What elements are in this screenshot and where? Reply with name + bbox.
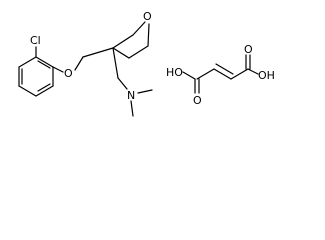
right-carbonyl-oxygen-label: O xyxy=(244,43,253,56)
ring-double-bond xyxy=(37,60,51,69)
ring-bond xyxy=(147,23,150,47)
c-oh-bond xyxy=(247,68,259,75)
n-methyl-bond xyxy=(130,100,134,117)
ring-bond xyxy=(128,45,149,59)
ring-bond xyxy=(112,47,130,59)
ring-bond xyxy=(35,85,54,97)
left-carbonyl-oxygen-label: O xyxy=(193,94,202,107)
ch2-n-bond xyxy=(117,77,128,90)
o-ch2-bond xyxy=(74,56,84,71)
main-molecule: Cl O O N xyxy=(18,10,153,117)
ring-bond xyxy=(18,85,37,97)
c-c-double-bond xyxy=(213,68,232,80)
left-hydroxyl-label: HO xyxy=(166,66,183,79)
ether-oxygen-label: O xyxy=(64,67,73,80)
c-c-bond xyxy=(196,68,215,80)
right-hydroxyl-label: OH xyxy=(258,69,275,82)
chemical-structure-canvas: Cl O O N HO O O xyxy=(18,10,275,117)
oxetane-oxygen-label: O xyxy=(143,10,152,23)
benzene-ring xyxy=(18,56,54,97)
ring-bond xyxy=(35,56,54,68)
c-c-bond xyxy=(230,68,249,80)
ring-bond xyxy=(18,56,37,68)
ring-bond xyxy=(112,34,134,49)
n-methyl-bond xyxy=(137,89,153,94)
oxetane-ring xyxy=(112,21,150,59)
c-o-bond xyxy=(52,66,64,73)
chlorine-label: Cl xyxy=(30,34,41,47)
c-c-double-bond xyxy=(215,63,234,75)
amine-nitrogen-label: N xyxy=(127,89,135,102)
oh-c-bond xyxy=(182,71,196,80)
c-ch2-bond xyxy=(112,47,119,79)
ring-double-bond xyxy=(37,83,51,92)
ring-bond xyxy=(132,21,146,36)
fumaric-acid: HO O O OH xyxy=(166,43,275,107)
ch2-c-bond xyxy=(82,47,114,58)
